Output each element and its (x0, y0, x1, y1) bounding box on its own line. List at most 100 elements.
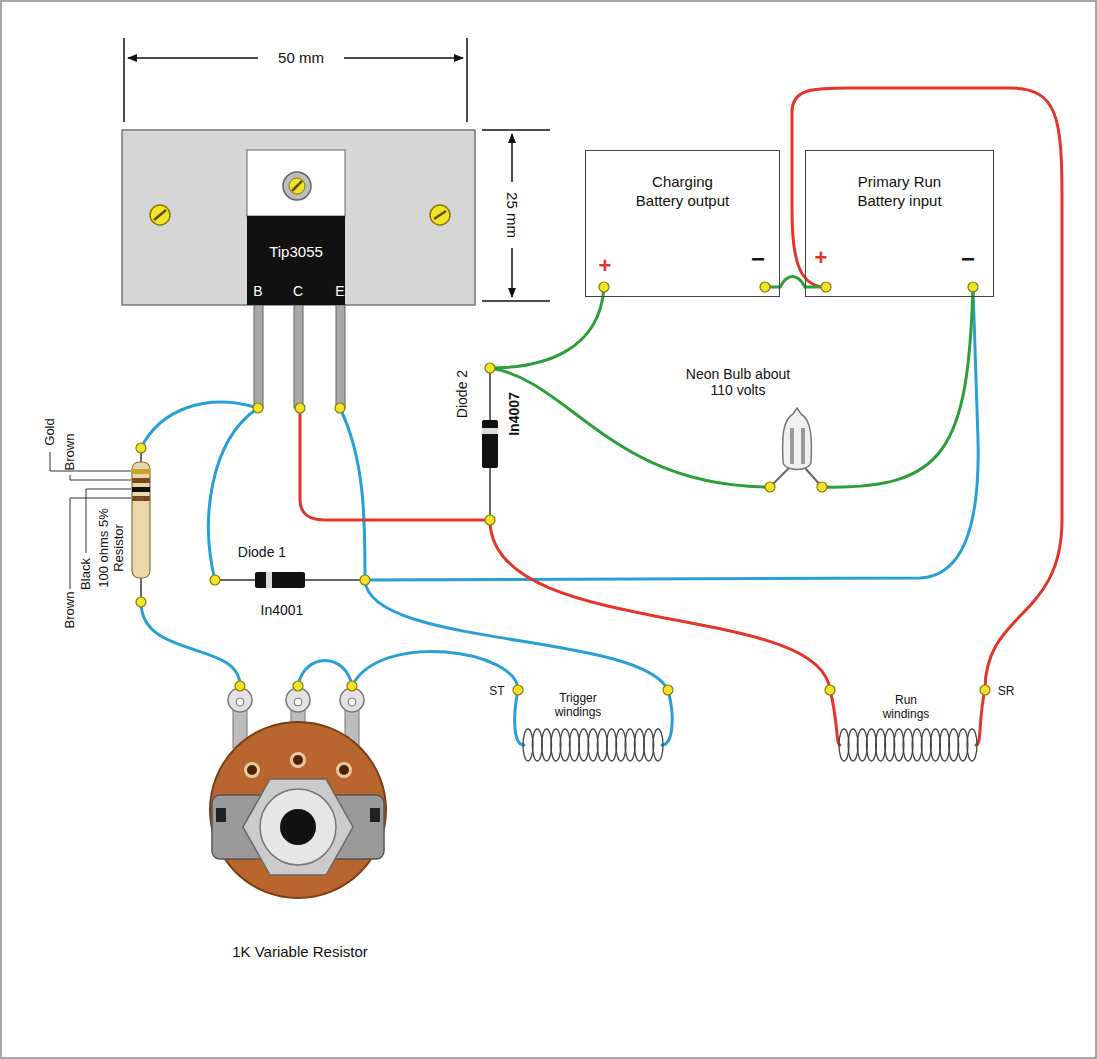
blue-wire (365, 287, 978, 580)
transistor (254, 305, 263, 408)
potentiometer (247, 765, 257, 775)
coil-turn (885, 729, 895, 761)
potentiometer (293, 755, 303, 765)
part-number: Tip3055 (269, 243, 323, 260)
terminal-dots (825, 685, 835, 695)
red-wire (976, 690, 985, 745)
coil-turn (569, 729, 579, 761)
coil-turn (653, 729, 663, 761)
band-color: Brown (63, 434, 78, 471)
transistor (292, 181, 302, 191)
potentiometer (294, 698, 302, 706)
potentiometer (339, 765, 349, 775)
part-name: Run windings (874, 694, 938, 722)
blue-wire (515, 690, 524, 745)
resistor-symbol (132, 496, 150, 501)
coil-turn (532, 729, 542, 761)
dimension-lines (511, 134, 513, 182)
plus-sign: + (815, 247, 828, 269)
potentiometer (370, 808, 380, 822)
terminal-dots (968, 282, 978, 292)
dimension-lines (466, 38, 468, 122)
dimension-label: 50 mm (278, 49, 324, 66)
neon-bulb (770, 408, 822, 487)
coil-turn (551, 729, 561, 761)
coil-turn (588, 729, 598, 761)
transistor (247, 150, 345, 216)
wires (141, 88, 1062, 745)
band-color: Black (79, 558, 94, 590)
red-wire (300, 408, 490, 520)
pin-name: E (335, 283, 344, 299)
battery-box: Primary Run Battery input+− (805, 150, 994, 297)
terminal-dots (821, 282, 831, 292)
transistor (336, 305, 345, 408)
coil-turn (949, 729, 959, 761)
part-number: In4001 (261, 602, 304, 618)
coil-turn (616, 729, 626, 761)
resistor-symbol (132, 462, 150, 578)
part-name: Diode 1 (238, 544, 286, 560)
coil-turn (912, 729, 922, 761)
terminal-dots (253, 403, 263, 413)
terminal-name: ST (489, 685, 504, 699)
coil-turn (930, 729, 940, 761)
potentiometer (243, 779, 353, 875)
dimension-label: 25 mm (503, 192, 520, 238)
transistor (247, 150, 345, 408)
terminal-dots (293, 681, 303, 691)
diode-symbol (482, 420, 498, 468)
potentiometer (260, 789, 336, 865)
diode-symbol (255, 572, 305, 588)
part-name: Neon Bulb about 110 volts (673, 366, 803, 398)
resistor-symbol (132, 469, 150, 474)
diode-symbol (266, 572, 272, 588)
blue-wire (662, 690, 672, 745)
green-wire (780, 277, 805, 288)
terminal-dots (599, 282, 609, 292)
potentiometer (236, 698, 244, 706)
terminal-dots (485, 363, 495, 373)
coil-turn (625, 729, 635, 761)
heatsink (150, 205, 170, 225)
resistor-symbol (132, 478, 150, 483)
band-color: Brown (63, 592, 78, 629)
dimension-lines (128, 57, 258, 59)
red-wire (792, 88, 1062, 690)
band-color: Gold (43, 418, 58, 445)
transistor (294, 305, 303, 408)
terminal-dots (663, 685, 673, 695)
diode-symbol (482, 428, 498, 434)
pin-name: C (293, 283, 303, 299)
neon-bulb (801, 428, 805, 464)
resistor-symbol (132, 487, 150, 492)
dimension-lines (511, 248, 513, 297)
potentiometer (210, 688, 386, 898)
neon-bulb (790, 428, 794, 464)
plus-sign: + (599, 255, 612, 277)
terminal-dots (485, 515, 495, 525)
resistor-symbol (132, 462, 150, 578)
red-wire (830, 690, 840, 745)
neon-bulb (783, 408, 812, 470)
transistor (283, 172, 311, 200)
terminal-dots (817, 482, 827, 492)
leader-lines (70, 475, 131, 480)
trigger-coil (523, 729, 663, 761)
terminal-dots (980, 685, 990, 695)
potentiometer (336, 762, 352, 778)
terminal-dots (235, 681, 245, 691)
terminal-name: SR (998, 685, 1015, 699)
dimension-lines (482, 300, 550, 302)
potentiometer (280, 809, 316, 845)
heatsink (434, 211, 446, 219)
dimension-lines (482, 129, 550, 131)
part-name: 1K Variable Resistor (232, 943, 368, 960)
coil-turn (967, 729, 977, 761)
potentiometer (210, 722, 386, 898)
battery-name: Charging Battery output (627, 173, 739, 211)
terminal-dots (760, 282, 770, 292)
run-coil (839, 729, 977, 761)
